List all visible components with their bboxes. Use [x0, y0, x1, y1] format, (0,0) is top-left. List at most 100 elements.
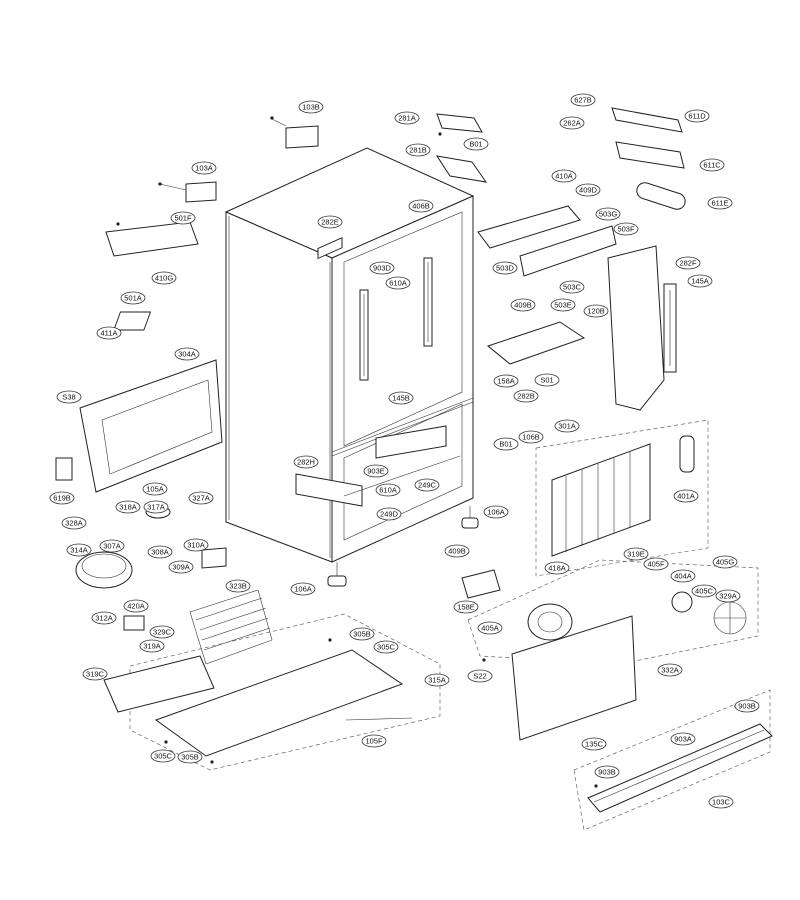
part-label-text: 405C: [695, 587, 714, 596]
part-label-418a-59: 418A: [544, 561, 570, 575]
part-label-text: 281B: [409, 146, 427, 155]
part-label-text: 282B: [517, 392, 535, 401]
part-label-text: 318A: [119, 503, 137, 512]
part-label-text: S22: [473, 672, 486, 681]
part-label-text: 611D: [688, 112, 706, 121]
part-label-text: 307A: [103, 542, 121, 551]
part-label-text: 158E: [457, 603, 475, 612]
part-label-135c-81: 135C: [581, 737, 607, 751]
part-label-329a-65: 329A: [715, 589, 741, 603]
part-label-619b-44: 619B: [49, 491, 75, 505]
part-labels: 103B281A627B611D262A281BB01611C103A410A4…: [49, 93, 760, 809]
part-label-text: B01: [499, 440, 512, 449]
part-label-text: 315A: [428, 676, 446, 685]
part-label-text: 319C: [86, 670, 105, 679]
toe-grille: [573, 689, 773, 831]
part-label-503c-22: 503C: [559, 280, 585, 294]
part-label-text: 503F: [617, 225, 635, 234]
part-label-text: 401A: [677, 492, 695, 501]
part-label-610a-41: 610A: [375, 483, 401, 497]
part-label-409b-25: 409B: [510, 298, 536, 312]
part-label-text: 145A: [691, 277, 709, 286]
part-label-312a-68: 312A: [91, 611, 117, 625]
part-label-409b-55: 409B: [444, 544, 470, 558]
part-label-503e-26: 503E: [550, 298, 576, 312]
part-label-text: 405A: [481, 624, 499, 633]
part-label-307a-51: 307A: [99, 539, 125, 553]
part-label-328a-50: 328A: [61, 516, 87, 530]
part-label-405f-57: 405F: [643, 557, 669, 571]
condenser-coil: [189, 589, 273, 665]
part-label-text: 319E: [627, 550, 645, 559]
part-label-305b-83: 305B: [177, 750, 203, 764]
part-label-404a-61: 404A: [670, 569, 696, 583]
part-label-text: 503E: [554, 301, 572, 310]
part-label-text: 610A: [379, 486, 397, 495]
part-label-text: 103C: [712, 798, 731, 807]
part-label-282h-38: 282H: [293, 455, 319, 469]
part-label-text: 120B: [587, 307, 605, 316]
part-label-903b-78: 903B: [734, 699, 760, 713]
part-label-text: S01: [540, 376, 553, 385]
part-label-314a-53: 314A: [66, 543, 92, 557]
part-label-text: 106B: [522, 433, 540, 442]
part-label-145b-30: 145B: [388, 391, 414, 405]
part-label-611c-7: 611C: [699, 158, 725, 172]
part-label-611d-3: 611D: [684, 109, 710, 123]
part-label-106a-48: 106A: [483, 505, 509, 519]
part-label-text: 282H: [297, 458, 315, 467]
part-label-s01-32: S01: [534, 373, 560, 387]
part-label-text: 903A: [674, 735, 692, 744]
part-label-105f-80: 105F: [361, 734, 387, 748]
part-label-text: 103B: [302, 103, 320, 112]
part-label-text: 405G: [716, 558, 735, 567]
part-label-text: 503D: [496, 264, 515, 273]
part-label-text: 611E: [712, 199, 729, 208]
part-label-text: 305B: [181, 753, 199, 762]
base-plate: [103, 613, 441, 771]
part-label-text: 501F: [174, 214, 192, 223]
part-label-332a-74: 332A: [657, 663, 683, 677]
part-label-text: 305B: [353, 630, 371, 639]
part-label-text: 619B: [53, 494, 71, 503]
part-label-text: 304A: [178, 350, 196, 359]
part-label-310a-52: 310A: [183, 538, 209, 552]
part-label-text: 420A: [127, 602, 145, 611]
part-label-b01-37: B01: [493, 437, 519, 451]
part-label-text: 409B: [514, 301, 532, 310]
part-label-420a-66: 420A: [123, 599, 149, 613]
part-label-317a-47: 317A: [143, 500, 169, 514]
part-label-text: 903E: [367, 467, 385, 476]
part-label-158a-31: 158A: [493, 374, 519, 388]
part-label-318a-46: 318A: [115, 500, 141, 514]
part-label-text: 903B: [598, 768, 616, 777]
part-label-406b-12: 406B: [408, 199, 434, 213]
part-label-305b-71: 305B: [349, 627, 375, 641]
part-label-319e-56: 319E: [623, 547, 649, 561]
part-label-text: 503C: [563, 283, 582, 292]
part-label-text: 309A: [172, 563, 190, 572]
part-label-s38-33: S38: [56, 390, 82, 404]
part-label-503g-13: 503G: [595, 207, 621, 221]
part-label-103a-8: 103A: [191, 161, 217, 175]
part-label-305c-73: 305C: [373, 640, 399, 654]
control-assembly: [477, 107, 686, 411]
part-label-410g-20: 410G: [151, 271, 177, 285]
part-label-249c-40: 249C: [414, 478, 440, 492]
refrigerator-cabinet: [224, 147, 475, 563]
part-label-323b-63: 323B: [225, 579, 251, 593]
part-label-text: 305C: [377, 643, 396, 652]
part-label-120b-27: 120B: [583, 304, 609, 318]
part-label-text: 410G: [155, 274, 174, 283]
part-label-text: 329A: [719, 592, 737, 601]
part-label-text: 405F: [647, 560, 665, 569]
part-label-text: 610A: [389, 279, 407, 288]
part-label-text: 903B: [738, 702, 756, 711]
part-label-410a-9: 410A: [551, 169, 577, 183]
part-label-text: 409B: [448, 547, 466, 556]
part-label-249d-49: 249D: [376, 507, 402, 521]
part-label-text: 281A: [398, 114, 416, 123]
part-label-309a-60: 309A: [168, 560, 194, 574]
